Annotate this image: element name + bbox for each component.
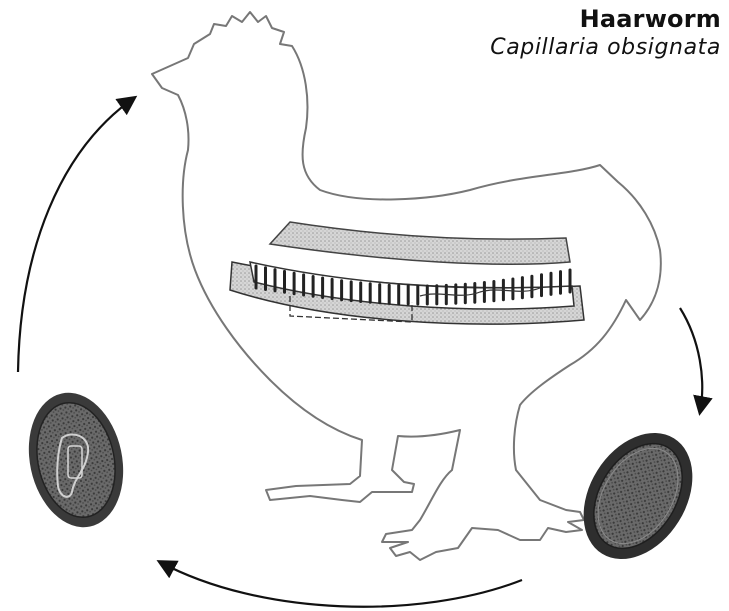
diagram-subtitle: Capillaria obsignata	[490, 36, 721, 60]
title-block: Haarworm Capillaria obsignata	[490, 6, 721, 61]
cycle-arrow-icon	[18, 98, 134, 372]
cycle-arrow-icon	[160, 562, 522, 607]
egg-embryonated-icon	[17, 384, 135, 536]
cycle-arrow-icon	[680, 308, 702, 412]
egg-unembryonated-icon	[561, 413, 714, 579]
diagram-title: Haarworm	[490, 6, 721, 32]
